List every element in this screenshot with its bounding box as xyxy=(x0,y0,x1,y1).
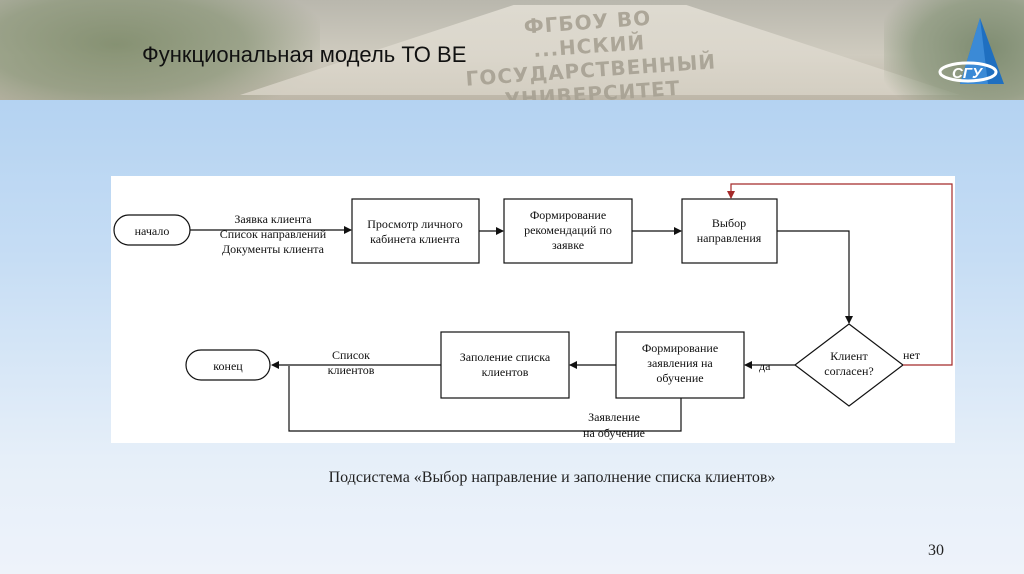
process-form-application: Формирование заявления на обучение xyxy=(615,331,745,399)
input-line: Список направлений xyxy=(220,227,327,241)
input-line: Документы клиента xyxy=(222,242,325,256)
start-terminal: начало xyxy=(113,214,191,246)
svg-text:кабинета клиента: кабинета клиента xyxy=(370,232,460,246)
start-label: начало xyxy=(135,224,170,238)
svg-text:клиентов: клиентов xyxy=(482,365,529,379)
decision-client-agrees: Клиент согласен? xyxy=(794,323,904,407)
svg-text:Выбор: Выбор xyxy=(712,216,746,230)
end-label: конец xyxy=(213,359,243,373)
svg-text:заявке: заявке xyxy=(552,238,584,252)
end-terminal: конец xyxy=(185,349,271,381)
process-choose-direction: Выбор направления xyxy=(681,198,778,264)
flowchart: начало Заявка клиента Список направлений… xyxy=(113,183,953,440)
page-number: 30 xyxy=(928,542,944,559)
svg-text:Список: Список xyxy=(332,348,370,362)
trees-background xyxy=(0,0,320,100)
label-yes: да xyxy=(759,359,771,373)
svg-text:обучение: обучение xyxy=(656,371,703,385)
diagram-caption: Подсистема «Выбор направление и заполнен… xyxy=(328,469,776,486)
logo-text: СГУ xyxy=(952,65,984,82)
process-fill-client-list: Заполение списка клиентов xyxy=(440,331,570,399)
bypass-label: Заявление на обучение xyxy=(583,410,645,440)
svg-text:согласен?: согласен? xyxy=(824,364,874,378)
arrow-choose-to-decision xyxy=(777,230,853,324)
svg-text:Клиент: Клиент xyxy=(830,349,868,363)
university-logo: СГУ xyxy=(938,18,1004,84)
svg-text:Формирование: Формирование xyxy=(642,341,718,355)
svg-text:Заявление: Заявление xyxy=(588,410,640,424)
svg-text:Формирование: Формирование xyxy=(530,208,606,222)
slide-title: Функциональная модель ТО ВЕ xyxy=(142,42,467,67)
process-recommendations: Формирование рекомендаций по заявке xyxy=(503,198,633,264)
svg-text:клиентов: клиентов xyxy=(328,363,375,377)
flowchart-panel: начало Заявка клиента Список направлений… xyxy=(111,176,955,443)
svg-text:направления: направления xyxy=(697,231,762,245)
arrow-no-feedback xyxy=(727,183,953,366)
process-review-cabinet: Просмотр личного кабинета клиента xyxy=(351,198,480,264)
input-label: Заявка клиента Список направлений Докуме… xyxy=(220,212,327,256)
svg-text:на обучение: на обучение xyxy=(583,426,645,440)
svg-text:рекомендаций по: рекомендаций по xyxy=(524,223,612,237)
svg-text:Заполение списка: Заполение списка xyxy=(460,350,551,364)
arrow-application-bypass xyxy=(288,366,682,432)
label-no: нет xyxy=(903,348,921,362)
svg-text:Просмотр личного: Просмотр личного xyxy=(367,217,463,231)
svg-text:заявления на: заявления на xyxy=(647,356,713,370)
output-label: Список клиентов xyxy=(328,348,375,377)
header-banner: ФГБОУ ВО ...НСКИЙ ГОСУДАРСТВЕННЫЙ УНИВЕР… xyxy=(0,0,1024,100)
input-line: Заявка клиента xyxy=(234,212,312,226)
